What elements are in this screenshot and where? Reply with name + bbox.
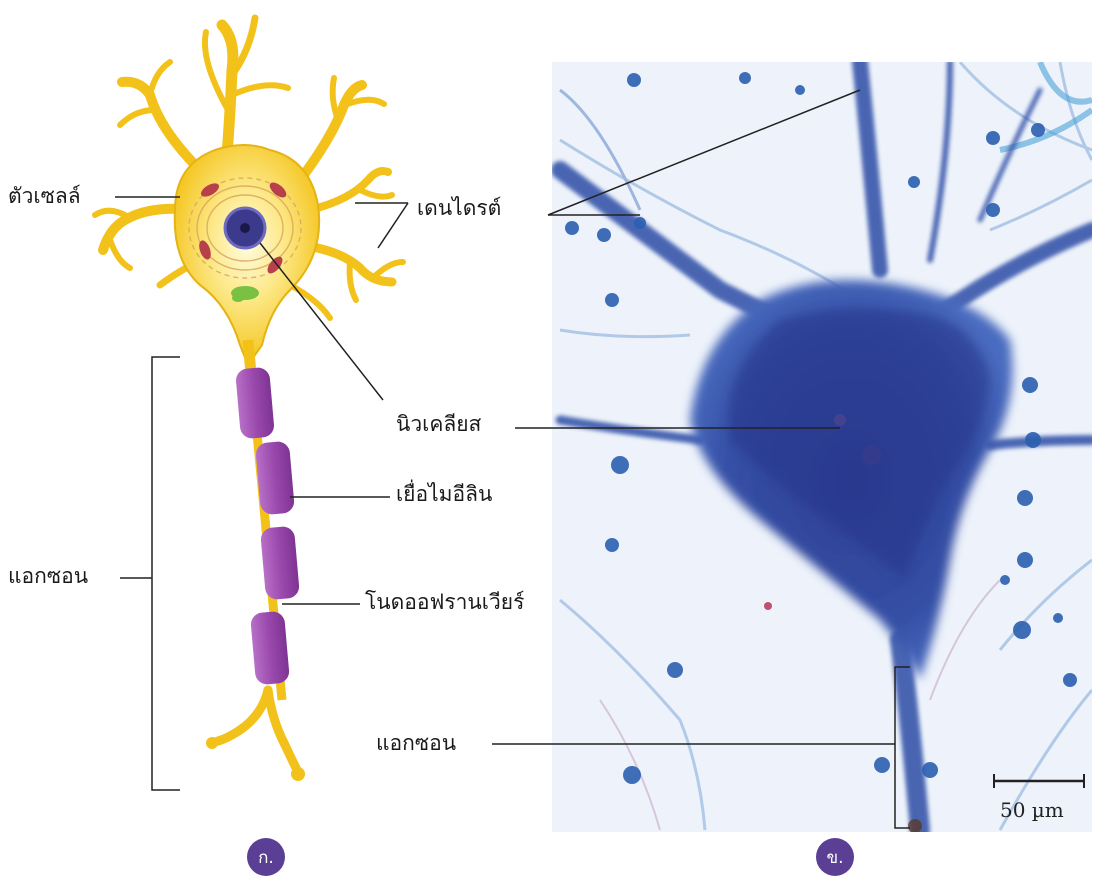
label-cell-body: ตัวเซลล์ <box>8 186 81 207</box>
label-myelin: เยื่อไมอีลิน <box>396 484 492 505</box>
cell-body-shape <box>175 145 319 365</box>
label-nucleus: นิวเคลียส <box>396 414 481 435</box>
label-node-of-ranvier: โนดออฟรานเวียร์ <box>365 592 524 613</box>
panel-badge-right: ข. <box>816 838 854 876</box>
label-axon-right: แอกซอน <box>376 733 456 754</box>
label-axon-left: แอกซอน <box>8 566 88 587</box>
scale-bar-label: 50 µm <box>1000 798 1064 822</box>
label-dendrite: เดนไดรต์ <box>417 198 501 219</box>
neuron-illustration <box>95 18 408 790</box>
panel-badge-left: ก. <box>247 838 285 876</box>
micrograph <box>552 62 1092 833</box>
